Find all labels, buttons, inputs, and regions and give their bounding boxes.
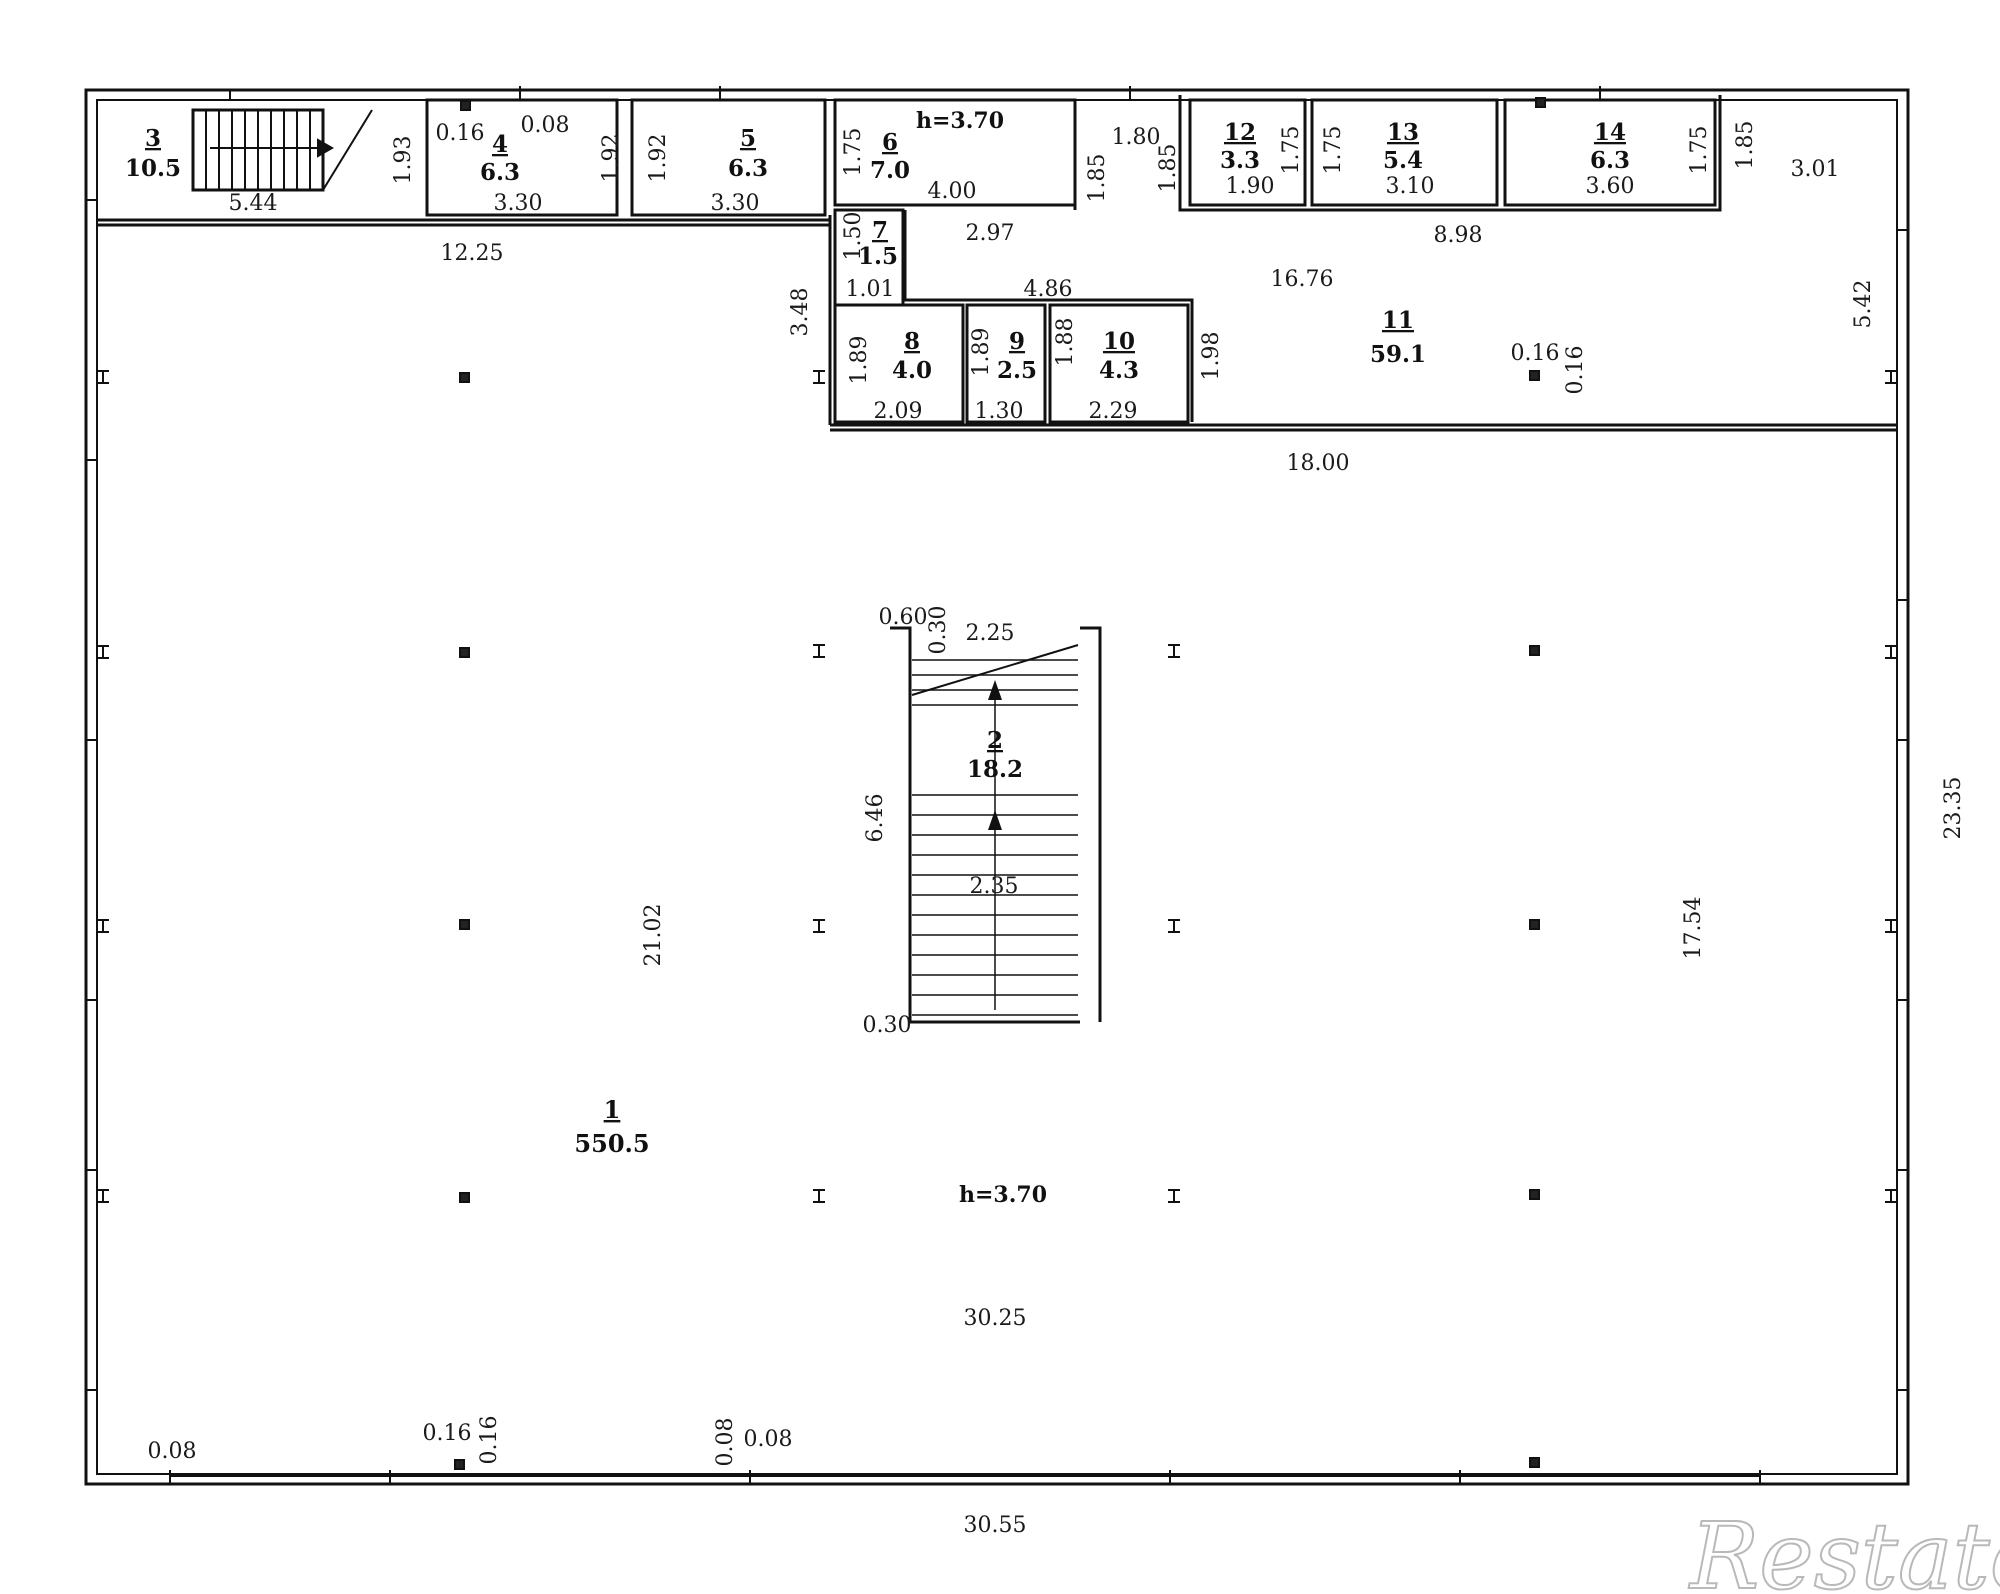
dim-st-a: 0.60	[879, 605, 928, 630]
dimension-labels: 5.44 0.16 0.08 3.30 3.30 4.00 1.80 1.90 …	[148, 113, 1840, 1538]
dim-1676: 16.76	[1271, 267, 1334, 292]
room-1-id: 1	[604, 1095, 621, 1124]
dim-r10-h: 1.88	[1053, 318, 1078, 367]
dim-2102: 21.02	[641, 904, 666, 967]
dim-top-right: 3.01	[1791, 157, 1840, 182]
dim-bot-a: 0.08	[148, 1439, 197, 1464]
room-12-area: 3.3	[1220, 147, 1260, 174]
dim-1225: 12.25	[441, 241, 504, 266]
dim-st-w: 2.25	[966, 621, 1015, 646]
dim-bot-e: 0.08	[744, 1427, 793, 1452]
height-room6: h=3.70	[916, 108, 1004, 134]
dim-r4-a: 0.16	[436, 121, 485, 146]
dim-3055: 30.55	[964, 1513, 1027, 1538]
room-1-area: 550.5	[574, 1129, 649, 1158]
room-4-id: 4	[492, 131, 508, 158]
dim-r4-h: 1.92	[599, 134, 624, 183]
room-14-area: 6.3	[1590, 147, 1630, 174]
dim-r5-w: 3.30	[711, 191, 760, 216]
dim-r7-h: 1.50	[841, 212, 866, 261]
dim-r7-w: 1.01	[846, 277, 895, 302]
dim-r12-h: 1.75	[1279, 126, 1304, 175]
dim-corr-c: 1.85	[1156, 144, 1181, 193]
dim-st-h: 6.46	[863, 794, 888, 843]
room-labels: 3 10.5 4 6.3 5 6.3 6 7.0 7 1.5 8 4.0 9 2…	[125, 108, 1630, 1208]
dim-r9-h: 1.89	[969, 328, 994, 377]
outer-walls	[84, 86, 1910, 1486]
dim-3025: 30.25	[964, 1306, 1027, 1331]
dim-898: 8.98	[1434, 223, 1483, 248]
room-12-id: 12	[1224, 119, 1256, 146]
dim-1754: 17.54	[1681, 897, 1706, 960]
room-13-id: 13	[1387, 119, 1419, 146]
dim-r14-w: 3.60	[1586, 174, 1635, 199]
dim-542: 5.42	[1851, 280, 1876, 329]
dim-1800: 18.00	[1287, 451, 1350, 476]
dim-r11-col-a: 0.16	[1511, 341, 1560, 366]
dim-corr-b: 1.80	[1112, 125, 1161, 150]
dim-r10-w: 2.29	[1089, 399, 1138, 424]
dim-r14-h: 1.75	[1687, 126, 1712, 175]
dim-r8-w: 2.09	[874, 399, 923, 424]
watermark-logo: Restate	[1688, 1503, 2000, 1594]
dim-348: 3.48	[788, 288, 813, 337]
room-7-area: 1.5	[858, 243, 898, 270]
room-9-id: 9	[1009, 328, 1025, 355]
dim-bot-b: 0.16	[423, 1421, 472, 1446]
dim-r11-h: 1.98	[1199, 332, 1224, 381]
dim-r13-h: 1.75	[1321, 126, 1346, 175]
dim-r6-h: 1.75	[841, 128, 866, 177]
dim-bot-c: 0.16	[477, 1416, 502, 1465]
dim-r5-h: 1.92	[646, 134, 671, 183]
dim-st-b: 0.30	[926, 606, 951, 655]
room-10-id: 10	[1103, 328, 1135, 355]
room-5-id: 5	[740, 125, 756, 152]
room-5-area: 6.3	[728, 155, 768, 182]
dim-r11-col-b: 0.16	[1563, 346, 1588, 395]
stair-room3	[191, 108, 373, 192]
dim-r3-h: 1.93	[391, 136, 416, 185]
dim-297: 2.97	[966, 221, 1015, 246]
height-main: h=3.70	[959, 1182, 1047, 1208]
room-3-area: 10.5	[125, 155, 181, 182]
dim-r6-w: 4.00	[928, 179, 977, 204]
room-7-id: 7	[872, 217, 888, 244]
dim-r9-w: 1.30	[975, 399, 1024, 424]
top-rooms	[97, 95, 1897, 432]
room-11-id: 11	[1382, 307, 1414, 334]
room-6-id: 6	[882, 129, 898, 156]
dim-r8-h: 1.89	[847, 336, 872, 385]
columns	[97, 97, 1897, 1470]
room-8-area: 4.0	[892, 357, 932, 384]
dim-r4-w: 3.30	[494, 191, 543, 216]
room-13-area: 5.4	[1383, 147, 1423, 174]
room-9-area: 2.5	[997, 357, 1037, 384]
dim-r13-w: 3.10	[1386, 174, 1435, 199]
dim-corr-a: 1.85	[1085, 154, 1110, 203]
room-2-id: 2	[987, 727, 1003, 754]
dim-2335: 23.35	[1941, 777, 1966, 840]
dim-r3-w: 5.44	[229, 191, 278, 216]
room-10-area: 4.3	[1099, 357, 1139, 384]
room-8-id: 8	[904, 328, 920, 355]
room-3-id: 3	[145, 125, 161, 152]
dim-r4-b: 0.08	[521, 113, 570, 138]
room-14-id: 14	[1594, 119, 1626, 146]
dim-486: 4.86	[1024, 277, 1073, 302]
dim-st-inner: 2.35	[970, 874, 1019, 899]
room-4-area: 6.3	[480, 159, 520, 186]
dim-st-bottom: 0.30	[863, 1013, 912, 1038]
dimension-labels-vertical: 1.93 1.92 1.92 1.75 1.85 1.85 1.75 1.75 …	[391, 121, 1966, 1467]
central-stair	[890, 626, 1102, 1024]
room-6-area: 7.0	[870, 157, 910, 184]
dim-r12-w: 1.90	[1226, 174, 1275, 199]
dim-bot-d: 0.08	[713, 1418, 738, 1467]
room-2-area: 18.2	[967, 756, 1023, 783]
room-11-area: 59.1	[1370, 341, 1426, 368]
dim-r14-b: 1.85	[1733, 121, 1758, 170]
